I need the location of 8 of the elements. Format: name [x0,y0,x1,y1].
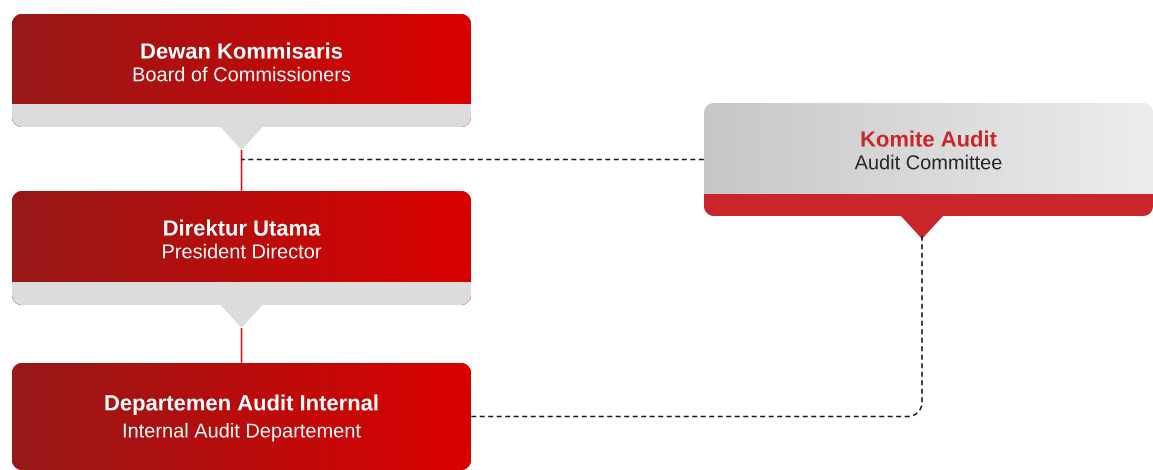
connector-line [470,234,923,418]
connector-line [240,158,705,161]
org-box: Komite Audit Audit Committee [704,103,1153,239]
org-box: Dewan Kommisaris Board of Commissioners [12,14,471,150]
connector-line [240,327,243,364]
org-box: Direktur Utama President Director [12,191,471,328]
connector-line [240,149,243,192]
org-box: Departemen Audit Internal Internal Audit Departement [12,363,471,470]
